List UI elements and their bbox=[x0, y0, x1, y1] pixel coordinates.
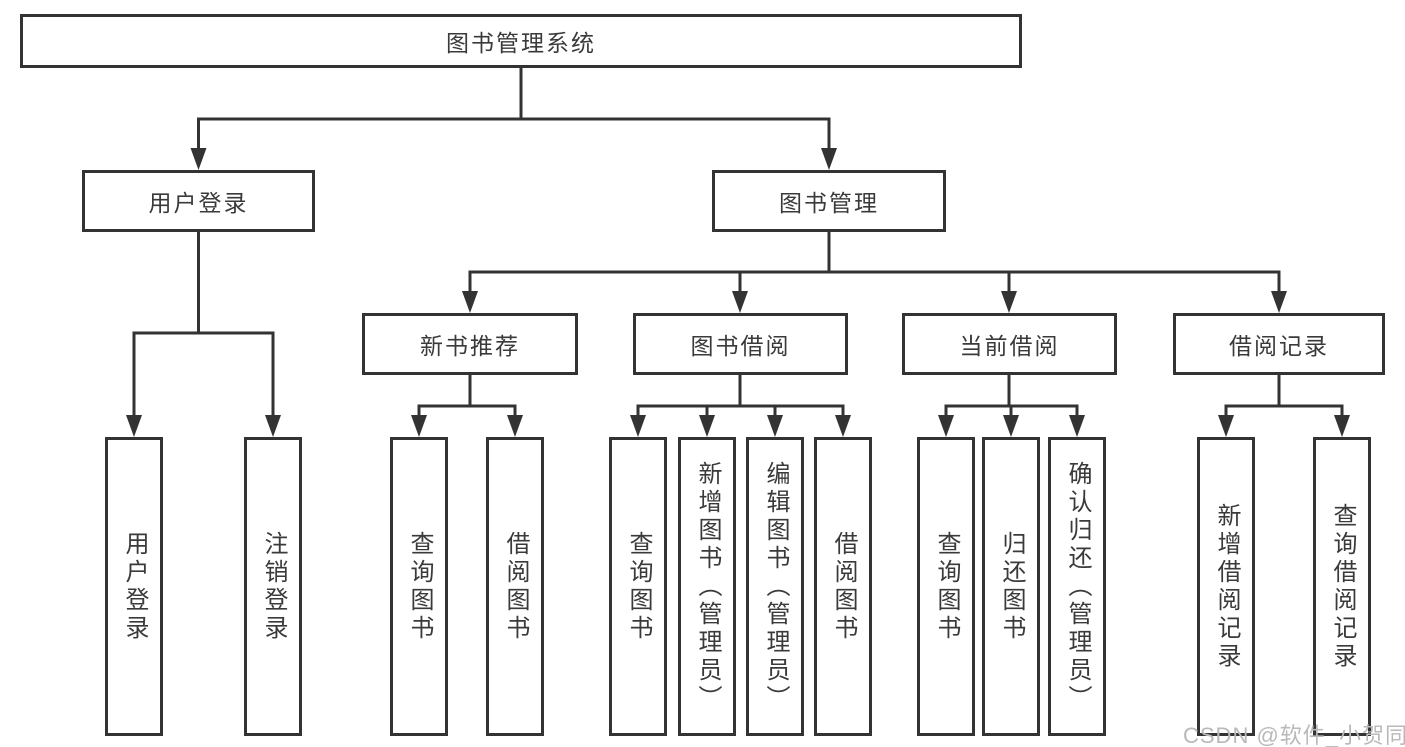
node-label: 用户登录 bbox=[148, 190, 249, 216]
node-user-login-action: 用户登录 bbox=[105, 437, 163, 736]
arrowhead-down-icon bbox=[699, 415, 715, 437]
node-label: 查询图书 bbox=[933, 530, 960, 643]
node-user-login: 用户登录 bbox=[82, 170, 315, 232]
node-borrowing-borrow-books: 借阅图书 bbox=[814, 437, 872, 736]
node-newrec-borrow-books: 借阅图书 bbox=[486, 437, 544, 736]
arrowhead-down-icon bbox=[835, 415, 851, 437]
node-label: 归还图书 bbox=[998, 530, 1025, 643]
node-label: 注销登录 bbox=[260, 530, 287, 643]
arrowhead-down-icon bbox=[1271, 291, 1287, 313]
node-current-query-books: 查询图书 bbox=[917, 437, 975, 736]
node-label: 图书管理系统 bbox=[446, 30, 596, 56]
node-label: 编辑图书（管理员） bbox=[762, 460, 789, 713]
node-label: 新增图书（管理员） bbox=[694, 460, 721, 713]
arrowhead-down-icon bbox=[821, 148, 837, 170]
arrowhead-down-icon bbox=[732, 291, 748, 313]
node-borrowing-query-books: 查询图书 bbox=[609, 437, 667, 736]
node-records-query-borrow-record: 查询借阅记录 bbox=[1313, 437, 1371, 736]
arrowhead-down-icon bbox=[190, 148, 207, 170]
node-library-management-system: 图书管理系统 bbox=[20, 14, 1022, 68]
arrowhead-down-icon bbox=[265, 415, 281, 437]
arrowhead-down-icon bbox=[462, 291, 478, 313]
node-label: 新书推荐 bbox=[420, 333, 520, 359]
node-current-borrowing: 当前借阅 bbox=[902, 313, 1117, 375]
node-borrowing-add-books-admin: 新增图书（管理员） bbox=[678, 437, 736, 736]
node-label: 当前借阅 bbox=[959, 333, 1060, 359]
node-label: 查询借阅记录 bbox=[1329, 502, 1356, 671]
node-label: 用户登录 bbox=[121, 530, 148, 643]
node-current-return-books: 归还图书 bbox=[982, 437, 1040, 736]
arrowhead-down-icon bbox=[411, 415, 427, 437]
arrowhead-down-icon bbox=[1334, 415, 1350, 437]
watermark: CSDN @软件_小贺同学 bbox=[1183, 723, 1405, 747]
arrowhead-down-icon bbox=[507, 415, 523, 437]
arrowhead-down-icon bbox=[767, 415, 783, 437]
arrowhead-down-icon bbox=[630, 415, 646, 437]
node-label: 确认归还（管理员） bbox=[1064, 460, 1091, 713]
arrowhead-down-icon bbox=[1003, 415, 1019, 437]
node-borrowing-records: 借阅记录 bbox=[1173, 313, 1385, 375]
node-label: 图书管理 bbox=[779, 190, 879, 216]
node-label: 查询图书 bbox=[625, 530, 652, 643]
node-label: 借阅图书 bbox=[830, 530, 857, 643]
node-label: 图书借阅 bbox=[690, 333, 791, 359]
node-newrec-query-books: 查询图书 bbox=[390, 437, 448, 736]
node-label: 查询图书 bbox=[406, 530, 433, 643]
node-label: 新增借阅记录 bbox=[1213, 502, 1240, 671]
node-label: 借阅记录 bbox=[1229, 333, 1329, 359]
arrowhead-down-icon bbox=[1001, 291, 1017, 313]
node-borrowing-edit-books-admin: 编辑图书（管理员） bbox=[746, 437, 804, 736]
arrowhead-down-icon bbox=[938, 415, 954, 437]
arrowhead-down-icon bbox=[1069, 415, 1085, 437]
arrowhead-down-icon bbox=[1218, 415, 1234, 437]
node-book-borrowing: 图书借阅 bbox=[633, 313, 848, 375]
arrowhead-down-icon bbox=[126, 415, 142, 437]
node-book-management: 图书管理 bbox=[712, 170, 946, 232]
node-logout: 注销登录 bbox=[244, 437, 302, 736]
node-records-add-borrow-record: 新增借阅记录 bbox=[1197, 437, 1255, 736]
node-new-book-recommendation: 新书推荐 bbox=[362, 313, 578, 375]
node-current-confirm-return-admin: 确认归还（管理员） bbox=[1048, 437, 1106, 736]
node-label: 借阅图书 bbox=[502, 530, 529, 643]
